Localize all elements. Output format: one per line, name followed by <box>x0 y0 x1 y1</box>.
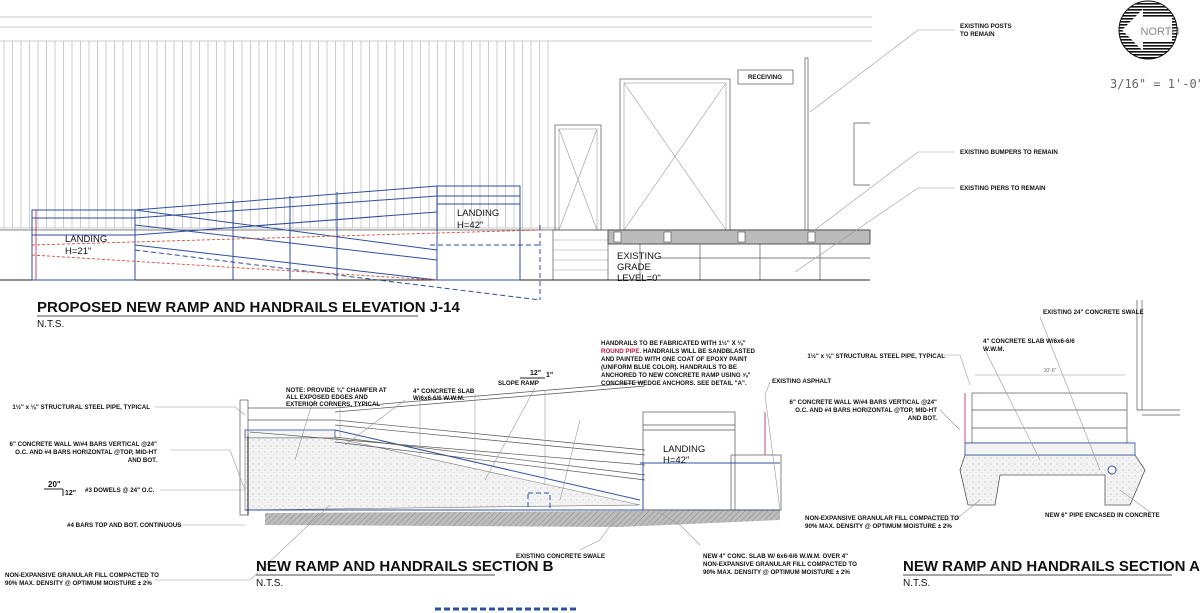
section-b-note-chamfer-1: NOTE: PROVIDE ¾" CHAMFER AT <box>286 387 387 394</box>
section-b-note-bars: #4 BARS TOP AND BOT. CONTINUOUS <box>67 522 181 529</box>
grade-label-1: EXISTING <box>617 251 661 262</box>
man-door <box>554 124 602 231</box>
grade-label-2: GRADE <box>617 262 651 273</box>
section-b-note-handrails-4: (UNIFORM BLUE COLOR). HANDRAILS TO BE <box>601 364 737 371</box>
section-b-note-asphalt: EXISTING ASPHALT <box>772 378 831 385</box>
section-b-note-wall-3: AND BOT. <box>128 457 157 464</box>
building-wall <box>0 16 872 231</box>
section-a-view: 10'-6" EXISTING 24" CONCRETE SWALE 4" CO… <box>790 300 1200 589</box>
section-b-note-fill-1: NON-EXPANSIVE GRANULAR FILL COMPACTED TO <box>5 572 159 579</box>
callout-leaders <box>794 29 955 273</box>
section-b-note-fill-2: 90% MAX. DENSITY @ OPTIMUM MOISTURE ± 2% <box>5 580 152 587</box>
landing-high-height: H=42" <box>457 220 483 231</box>
section-b-note-handrails-6: CONCRETE WEDGE ANCHORS. SEE DETAIL "A". <box>601 380 747 387</box>
section-b-note-wall-1: 6" CONCRETE WALL W/#4 BARS VERTICAL @24" <box>10 441 158 448</box>
drawing-scale: 3/16" = 1'-0" <box>1110 77 1200 91</box>
section-b-title: NEW RAMP AND HANDRAILS SECTION B <box>256 558 554 575</box>
slope-rise: 1" <box>546 372 553 379</box>
proposed-ramp-handrails <box>31 185 541 301</box>
section-a-note-slab-1: 4" CONCRETE SLAB W/6x6-6/6 <box>983 338 1075 345</box>
round-pipe-highlight: ROUND PIPE. <box>601 348 642 355</box>
callout-posts-2: TO REMAIN <box>960 31 995 38</box>
section-b-note-new-slab-2: NON-EXPANSIVE GRANULAR FILL COMPACTED TO <box>703 561 857 568</box>
handrails-note-text-2: HANDRAILS WILL BE SANDBLASTED <box>643 348 755 355</box>
north-label: NORTH <box>1141 26 1180 38</box>
section-b-note-handrails-5: ANCHORED TO NEW CONCRETE RAMP USING ⅝" <box>601 372 751 379</box>
landing-low-height: H=21" <box>65 246 91 257</box>
section-b-landing-height: H=42" <box>663 455 689 466</box>
existing-post <box>804 57 809 231</box>
section-b-landing-label: LANDING <box>663 444 705 455</box>
elevation-scale-note: N.T.S. <box>37 319 64 330</box>
section-a-title: NEW RAMP AND HANDRAILS SECTION A <box>903 558 1200 575</box>
landing-low-label: LANDING <box>65 234 107 245</box>
section-a-note-wall-2: O.C. AND #4 BARS HORIZONTAL @TOP, MID-HT <box>795 407 937 414</box>
section-b-note-new-slab-3: 90% MAX. DENSITY @ OPTIMUM MOISTURE ± 2% <box>703 569 850 576</box>
existing-bumper <box>853 122 870 186</box>
section-a-note-fill-1: NON-EXPANSIVE GRANULAR FILL COMPACTED TO <box>805 515 959 522</box>
slope-run: 12" <box>530 370 541 377</box>
section-a-note-pipe-encased: NEW 6" PIPE ENCASED IN CONCRETE <box>1045 512 1160 519</box>
landing-high-label: LANDING <box>457 208 499 219</box>
ratio-top: 20" <box>48 480 61 489</box>
grade-label-3: LEVEL=0" <box>617 273 661 284</box>
section-a-note-fill-2: 90% MAX. DENSITY @ OPTIMUM MOISTURE ± 2% <box>805 523 952 530</box>
section-b-note-pipe: 1½" x ⅛" STRUCTURAL STEEL PIPE, TYPICAL <box>12 404 150 411</box>
section-a-note-pipe: 1½" x ⅛" STRUCTURAL STEEL PIPE, TYPICAL <box>807 353 945 360</box>
receiving-sign: RECEIVING <box>737 69 794 85</box>
callout-bumpers: EXISTING BUMPERS TO REMAIN <box>960 149 1058 156</box>
section-a-scale-note: N.T.S. <box>903 578 930 589</box>
slope-label: SLOPE RAMP <box>498 380 539 387</box>
section-b-scale-note: N.T.S. <box>256 578 283 589</box>
section-b-note-swale: EXISTING CONCRETE SWALE <box>516 553 605 560</box>
section-a-width-dim: 10'-6" <box>1044 368 1057 374</box>
handrails-note-text: HANDRAILS TO BE FABRICATED WITH 1½" X ⅛" <box>601 340 746 347</box>
existing-stairs <box>552 229 609 281</box>
section-b-view: LANDING H=42" 1½" x ⅛" STRUCTURAL STEEL … <box>5 340 857 611</box>
section-a-note-wall-1: 6" CONCRETE WALL W/#4 BARS VERTICAL @24" <box>790 399 938 406</box>
section-b-note-dowels: #3 DOWELS @ 24" O.C. <box>85 487 155 494</box>
section-a-leaders <box>930 316 1151 521</box>
section-b-handrails <box>248 381 782 511</box>
section-b-note-wall-2: O.C. AND #4 BARS HORIZONTAL @TOP, MID-HT <box>15 449 157 456</box>
section-b-note-handrails-2: ROUND PIPE. HANDRAILS WILL BE SANDBLASTE… <box>601 348 755 355</box>
section-b-note-chamfer-3: EXTERIOR CORNERS, TYPICAL <box>286 401 380 408</box>
section-b-note-handrails-3: AND PAINTED WITH ONE COAT OF EPOXY PAINT <box>601 356 748 363</box>
section-b-note-handrails-1: HANDRAILS TO BE FABRICATED WITH 1½" X ⅛" <box>601 340 746 347</box>
callout-posts: EXISTING POSTS <box>960 23 1012 30</box>
section-b-note-slab-2: W/6x6-6/6 W.W.M. <box>413 395 465 402</box>
roll-up-door <box>619 78 731 231</box>
elevation-view: RECEIVING <box>0 16 1058 330</box>
ratio-bottom: 12" <box>65 490 76 497</box>
section-b-note-slab-1: 4" CONCRETE SLAB <box>413 388 475 395</box>
loading-dock-platform <box>607 229 871 280</box>
north-arrow: NORTH <box>1118 0 1180 60</box>
section-b-leaders <box>155 381 781 581</box>
section-a-note-swale: EXISTING 24" CONCRETE SWALE <box>1043 309 1144 316</box>
callout-piers: EXISTING PIERS TO REMAIN <box>960 185 1046 192</box>
section-a-note-wall-3: AND BOT. <box>908 415 937 422</box>
receiving-sign-text: RECEIVING <box>748 74 782 81</box>
elevation-title: PROPOSED NEW RAMP AND HANDRAILS ELEVATIO… <box>37 299 460 316</box>
section-a-note-slab-2: W.W.M. <box>983 346 1005 353</box>
section-b-note-chamfer-2: ALL EXPOSED EDGES AND <box>286 394 368 401</box>
section-a-handrails <box>965 392 1135 444</box>
section-b-note-new-slab-1: NEW 4" CONC. SLAB W/ 6x6-6/6 W.W.M. OVER… <box>703 553 848 560</box>
